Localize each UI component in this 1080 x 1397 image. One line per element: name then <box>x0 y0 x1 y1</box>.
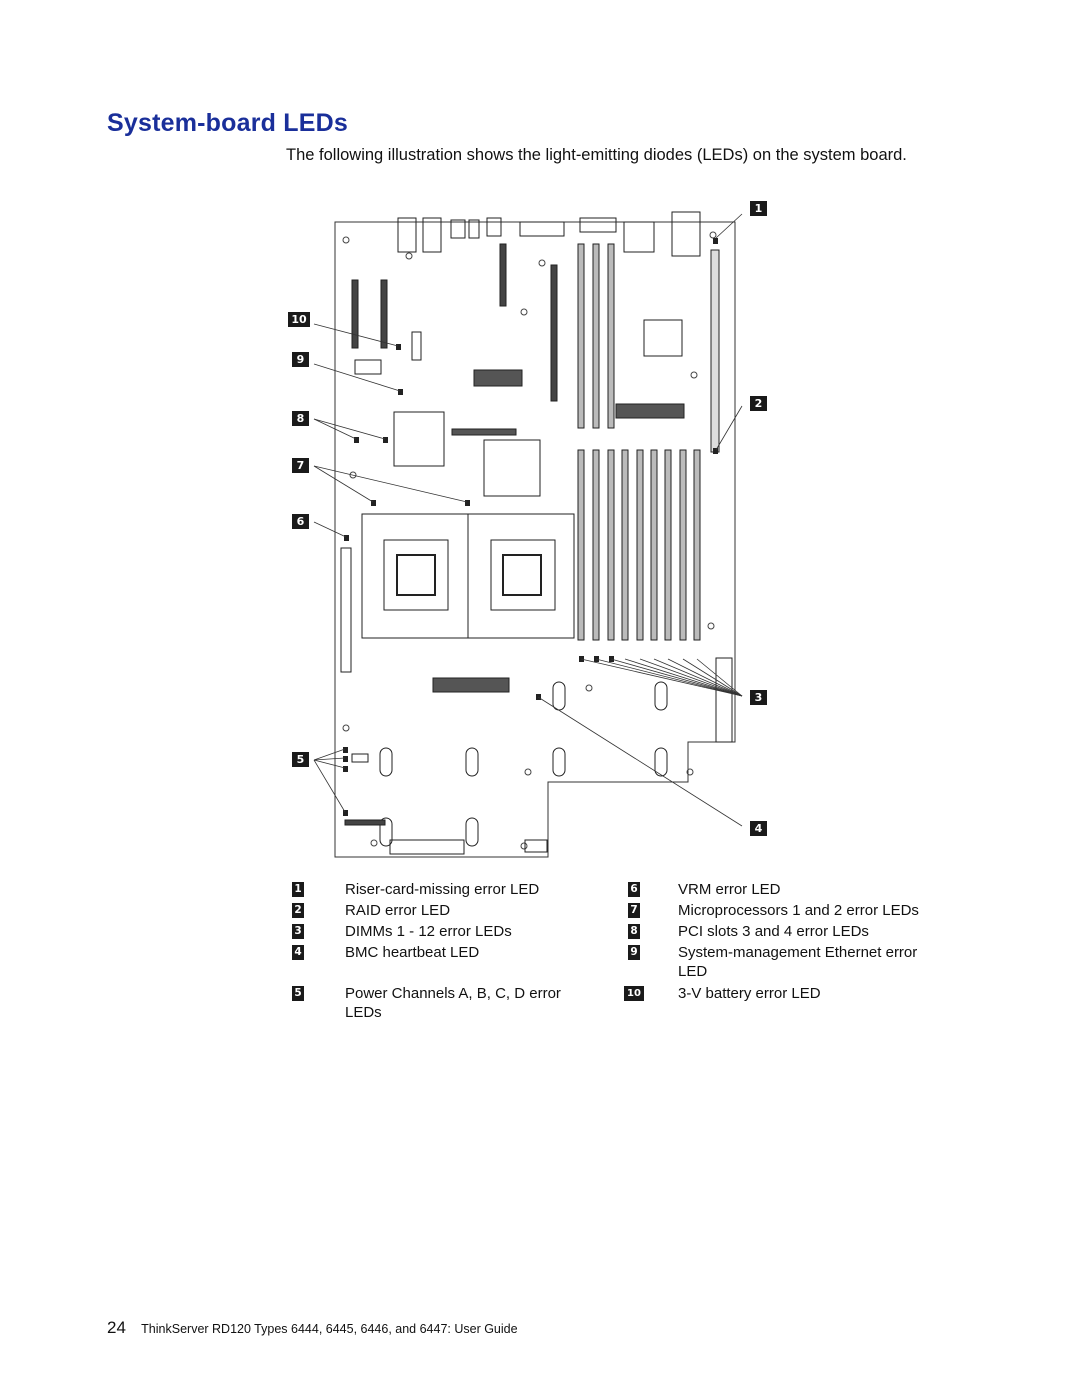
legend-number: 1 <box>292 882 304 897</box>
legend-text: Microprocessors 1 and 2 error LEDs <box>678 902 919 919</box>
legend-text: 3-V battery error LED <box>678 985 821 1002</box>
guide-title: ThinkServer RD120 Types 6444, 6445, 6446… <box>141 1322 518 1336</box>
section-title: System-board LEDs <box>107 109 348 137</box>
callout-2: 2 <box>750 396 767 411</box>
legend-number: 2 <box>292 903 304 918</box>
legend-number: 9 <box>628 945 640 960</box>
legend-text: Riser-card-missing error LED <box>345 881 540 898</box>
legend-number: 8 <box>628 924 640 939</box>
legend-number: 10 <box>624 986 644 1001</box>
callout-5: 5 <box>292 752 309 767</box>
legend-text: PCI slots 3 and 4 error LEDs <box>678 923 869 940</box>
legend-text: DIMMs 1 - 12 error LEDs <box>345 923 512 940</box>
legend-number: 3 <box>292 924 304 939</box>
callout-8: 8 <box>292 411 309 426</box>
callout-7: 7 <box>292 458 309 473</box>
page-footer: 24 ThinkServer RD120 Types 6444, 6445, 6… <box>107 1318 518 1338</box>
callout-10: 10 <box>288 312 310 327</box>
intro-paragraph: The following illustration shows the lig… <box>286 146 907 164</box>
legend-text: Power Channels A, B, C, D error LEDs <box>345 985 561 1021</box>
legend-text: System-management Ethernet error LED <box>678 944 918 980</box>
page-number: 24 <box>107 1318 126 1337</box>
legend-number: 7 <box>628 903 640 918</box>
legend-text: VRM error LED <box>678 881 781 898</box>
callout-6: 6 <box>292 514 309 529</box>
callout-9: 9 <box>292 352 309 367</box>
legend-number: 5 <box>292 986 304 1001</box>
legend-text: BMC heartbeat LED <box>345 944 480 961</box>
legend-number: 6 <box>628 882 640 897</box>
callout-3: 3 <box>750 690 767 705</box>
callout-1: 1 <box>750 201 767 216</box>
system-board-diagram: 1 2 3 4 5 6 7 8 9 10 <box>288 201 767 858</box>
callout-4: 4 <box>750 821 767 836</box>
system-board-illustration <box>313 211 743 858</box>
legend-number: 4 <box>292 945 304 960</box>
legend-text: RAID error LED <box>345 902 451 919</box>
